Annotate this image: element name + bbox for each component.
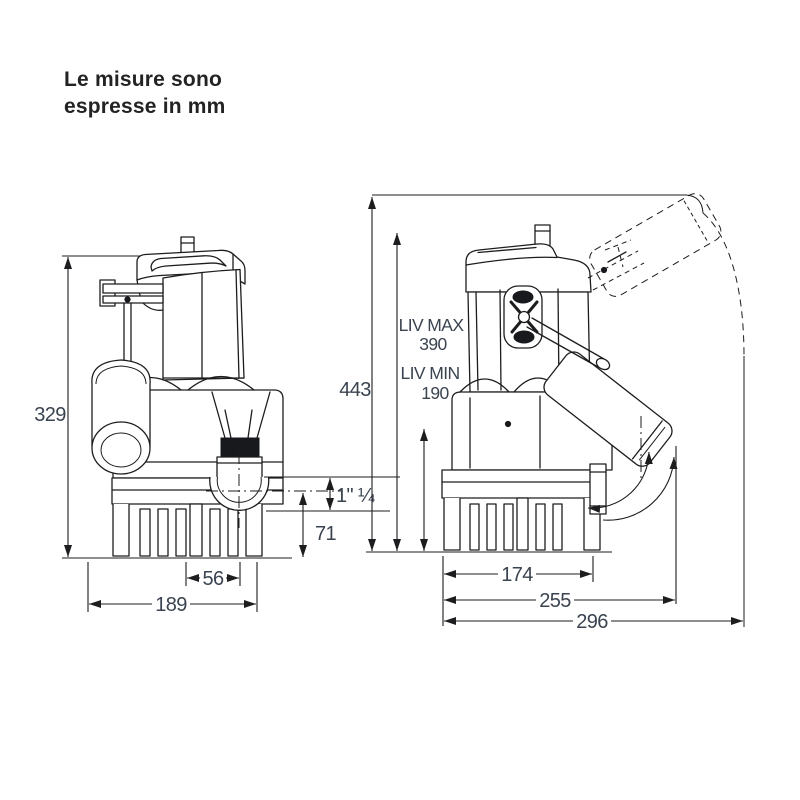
dimension-float-255: 255	[444, 446, 677, 612]
top-cap	[465, 243, 592, 293]
label-knockout	[152, 595, 190, 613]
units-note-line2: espresse in mm	[64, 95, 226, 118]
dimension-port-size: 1" ¼	[264, 476, 400, 512]
label-knockout	[573, 612, 611, 630]
dim-base-width-label: 189	[155, 594, 187, 616]
dim-total-height-label: 443	[339, 379, 371, 401]
dim-strainer-width-label: 174	[501, 564, 533, 586]
dimension-height-329: 329	[34, 255, 292, 559]
dimension-liv-min: LIV MIN 190	[400, 363, 460, 551]
dim-port-width-label: 56	[202, 568, 224, 590]
left-pump-view: 329 1" ¼ 71 56	[34, 236, 400, 616]
units-note-line1: Le misure sono	[64, 68, 223, 91]
float-switch-up-dashed	[587, 193, 722, 297]
float-swing-arc	[372, 194, 745, 627]
motor-housing	[136, 268, 245, 381]
label-knockout	[536, 591, 574, 609]
dimension-width-56: 56	[185, 562, 241, 590]
float-cable-arm	[526, 317, 611, 371]
strainer-base	[441, 469, 603, 551]
float-cylinder	[91, 359, 151, 475]
strainer-base	[111, 477, 284, 557]
discharge-port	[206, 391, 342, 528]
dim-overall-width-label: 296	[576, 611, 608, 633]
discharge-flange	[589, 463, 607, 515]
liv-min-value: 190	[421, 383, 449, 403]
dimension-base-189: 189	[87, 562, 258, 616]
dimension-liv-max: LIV MAX 390	[393, 233, 465, 551]
dim-port-size-label: 1" ¼	[336, 485, 375, 507]
dimension-overall-296: 296	[444, 611, 743, 633]
right-pump-view: 443 LIV MAX 390 LIV MIN 190 174	[339, 193, 745, 633]
dim-height-label: 329	[34, 404, 66, 426]
dimension-port-height-71: 71	[299, 493, 337, 557]
label-knockout	[200, 569, 226, 587]
liv-max-label: LIV MAX	[399, 315, 465, 335]
dimension-total-height-443: 443	[339, 197, 612, 553]
liv-max-value: 390	[419, 334, 447, 354]
float-bracket	[503, 285, 543, 349]
float-guide-bracket	[99, 279, 164, 365]
dimension-strainer-174: 174	[442, 556, 594, 626]
label-knockout	[498, 565, 536, 583]
liv-min-label: LIV MIN	[400, 363, 459, 383]
units-note: Le misure sono espresse in mm	[64, 66, 226, 120]
dim-port-height-label: 71	[315, 523, 337, 545]
dim-width-with-float-label: 255	[539, 590, 571, 612]
